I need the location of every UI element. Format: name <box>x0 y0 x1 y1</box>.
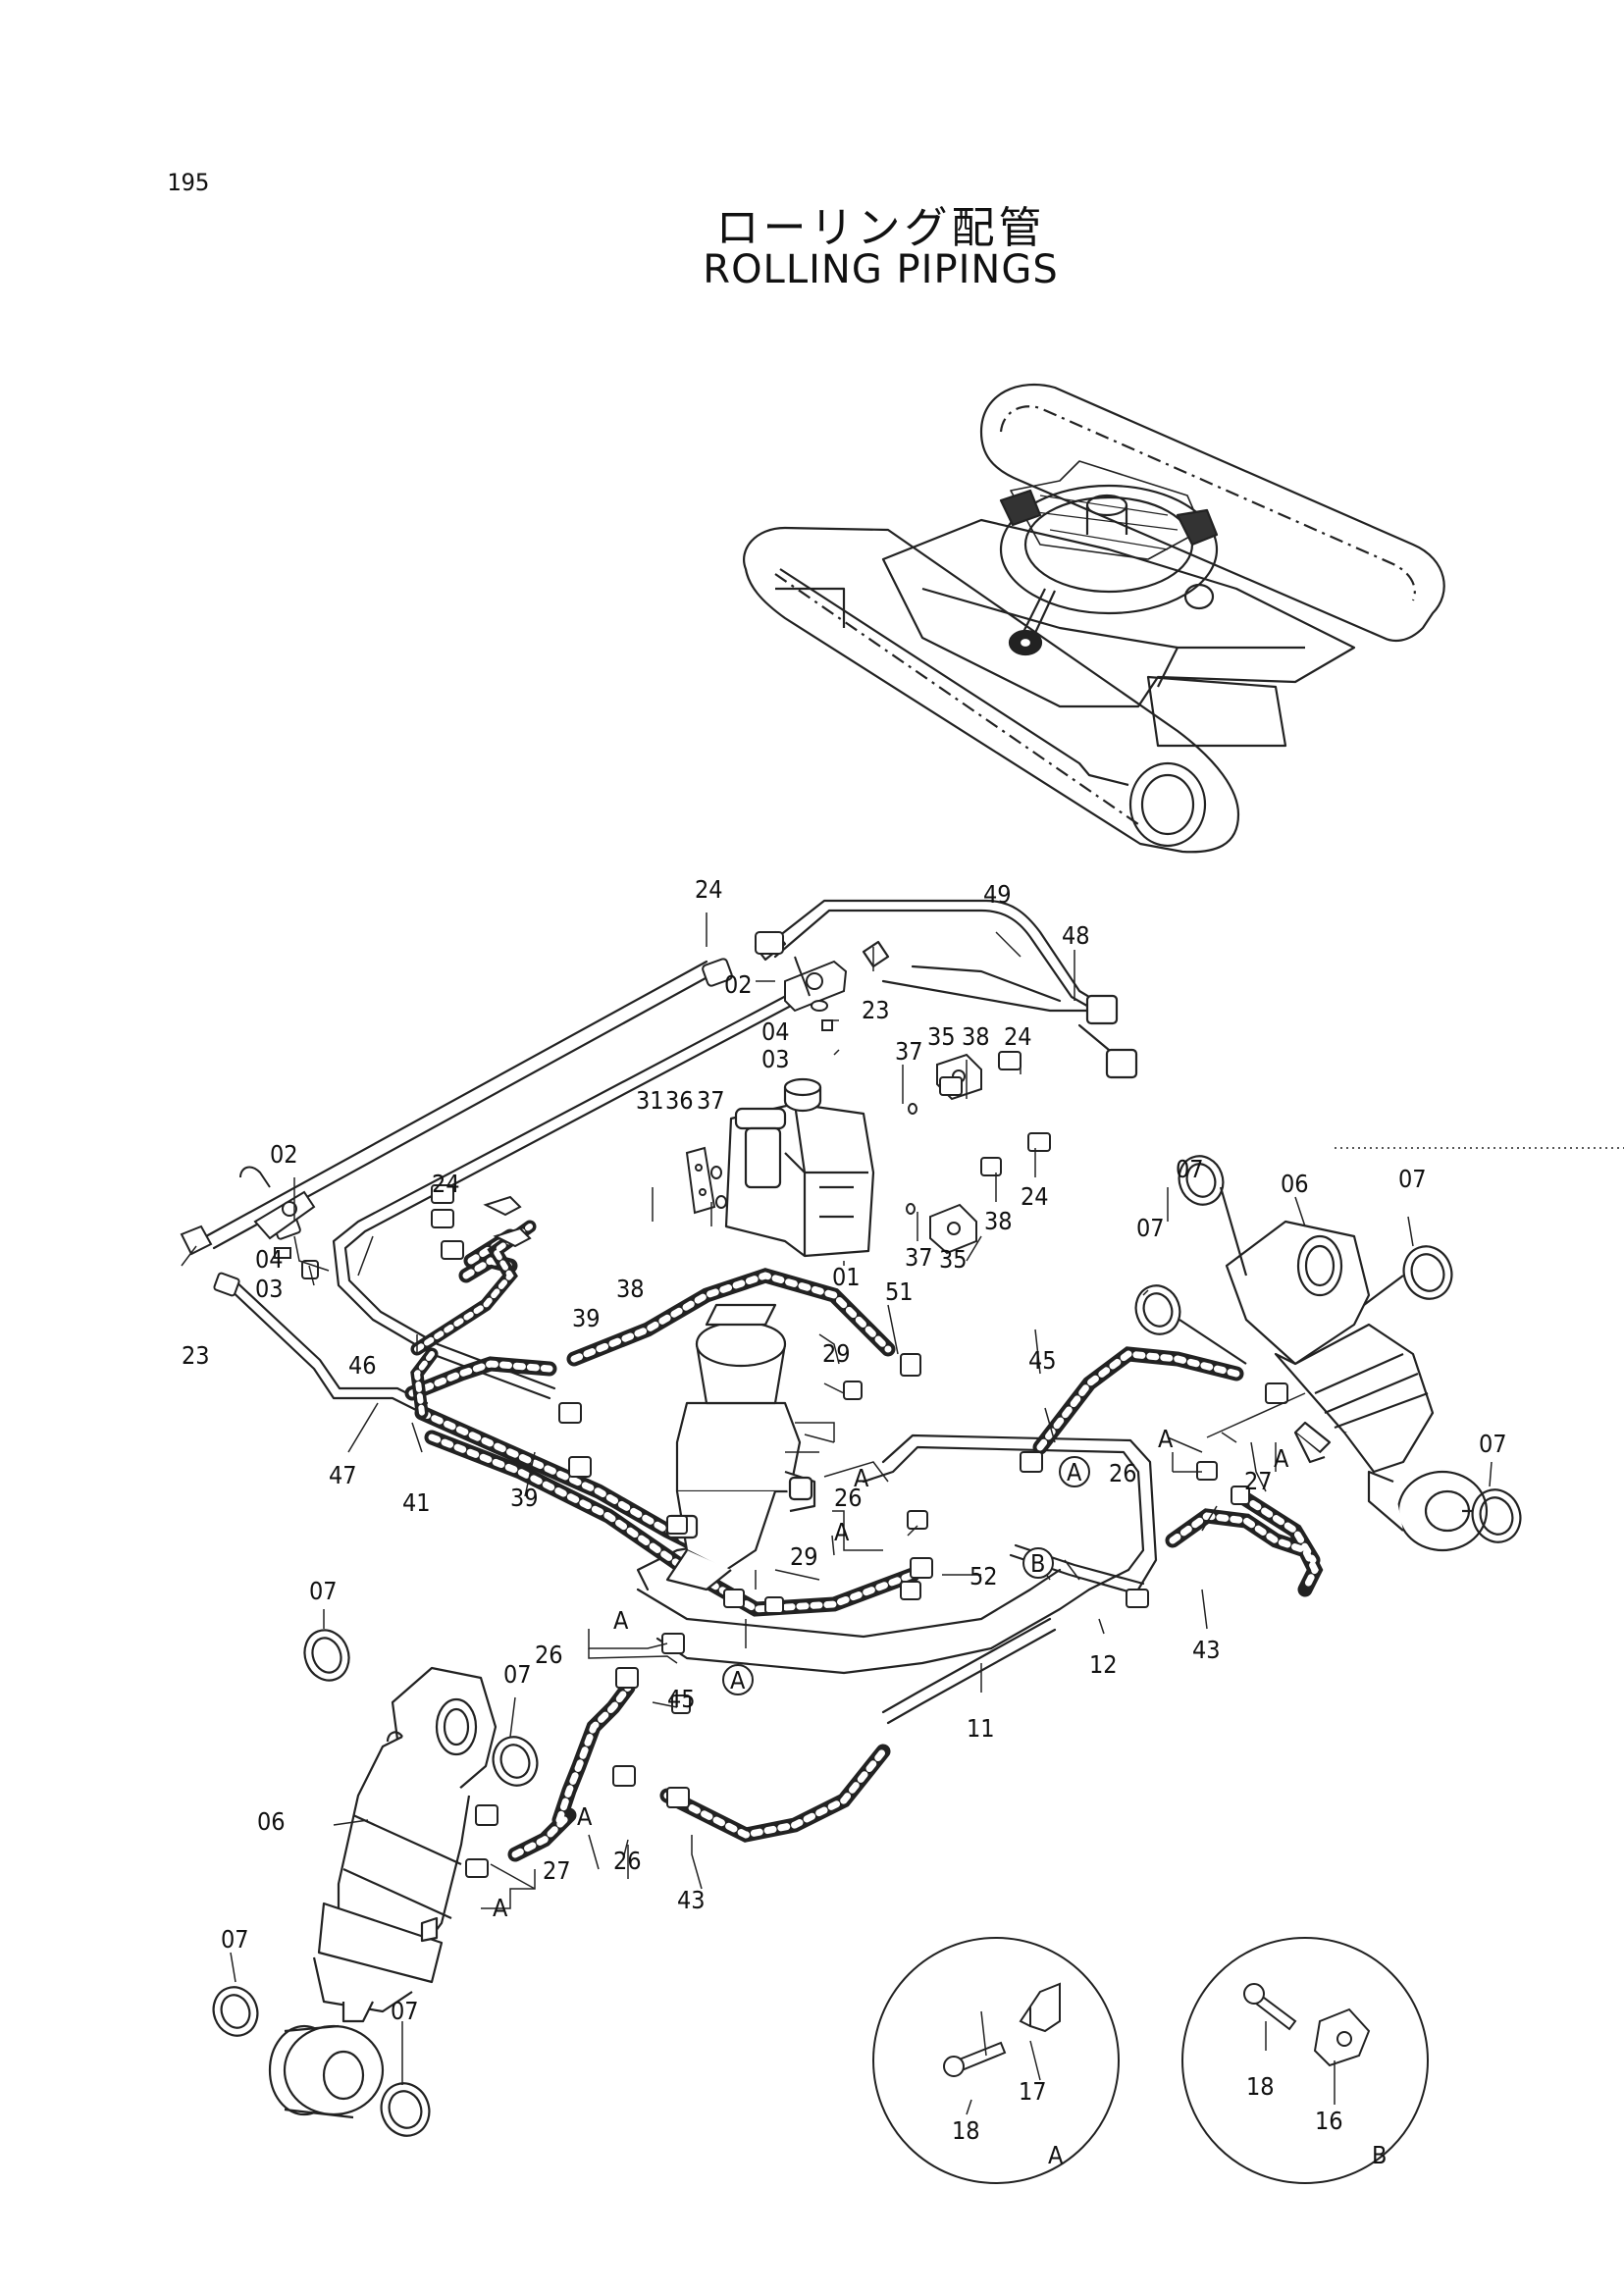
marker-a-bottom: A <box>730 1666 746 1694</box>
callout-51: 51 <box>885 1277 914 1306</box>
callout-23-left: 23 <box>182 1341 210 1370</box>
callout-07-r4: 07 <box>1479 1430 1507 1458</box>
callout-31: 31 <box>636 1086 664 1115</box>
detail-view-a-drawing <box>872 1937 1120 2184</box>
callout-18-b: 18 <box>1246 2072 1275 2101</box>
callout-07-r1: 07 <box>1176 1155 1204 1183</box>
callout-11: 11 <box>967 1714 995 1743</box>
callout-02-left: 02 <box>270 1140 298 1169</box>
callout-04-top: 04 <box>761 1017 790 1046</box>
callout-07-r2: 07 <box>1398 1165 1427 1193</box>
callout-39-bottom: 39 <box>510 1484 539 1512</box>
detail-label-a: A <box>1048 2141 1064 2169</box>
callout-26-left: 26 <box>535 1641 563 1669</box>
valve-block-01 <box>724 1077 875 1258</box>
callout-16: 16 <box>1315 2107 1343 2135</box>
callout-39-top: 39 <box>572 1304 601 1332</box>
callout-27-left: 27 <box>543 1856 571 1885</box>
callout-18-a: 18 <box>952 2116 980 2145</box>
callout-24-left: 24 <box>432 1170 460 1198</box>
callout-38-a: 38 <box>962 1022 990 1051</box>
callout-52: 52 <box>969 1562 998 1590</box>
callout-marker-a-27r: A <box>1274 1444 1289 1473</box>
title-japanese: ローリング配管 <box>715 203 1046 253</box>
callout-29-bottom: 29 <box>790 1542 818 1571</box>
center-valve-body <box>665 1303 816 1591</box>
callout-24-c: 24 <box>1021 1182 1049 1211</box>
callout-47: 47 <box>329 1461 357 1489</box>
circled-markers: A B A <box>722 1456 1090 1695</box>
marker-b: B <box>1030 1549 1045 1578</box>
callout-labels: 24 49 48 02 23 04 03 37 35 38 24 24 38 3… <box>182 875 1507 2145</box>
callout-04-left: 04 <box>255 1245 284 1274</box>
callout-35-a: 35 <box>927 1022 956 1051</box>
callout-37-a: 37 <box>895 1037 923 1066</box>
callout-41: 41 <box>402 1488 431 1517</box>
callout-marker-a-26r: A <box>1158 1425 1174 1453</box>
callout-26-center: 26 <box>834 1484 863 1512</box>
callout-24-top: 24 <box>695 875 723 904</box>
callout-37-c: 37 <box>697 1086 725 1115</box>
callout-37-b: 37 <box>905 1243 933 1272</box>
callout-45-left: 45 <box>667 1685 696 1713</box>
callout-26-right: 26 <box>1109 1459 1137 1487</box>
callout-12: 12 <box>1089 1650 1118 1679</box>
callout-35-b: 35 <box>939 1245 968 1274</box>
seal-rings-right <box>1134 1155 1522 1543</box>
detail-view-b-drawing <box>1181 1937 1429 2184</box>
callout-27-right: 27 <box>1244 1467 1273 1495</box>
callout-45-right: 45 <box>1028 1346 1057 1375</box>
callout-03-left: 03 <box>255 1275 284 1303</box>
callout-49: 49 <box>983 880 1012 909</box>
callout-38-c: 38 <box>616 1275 645 1303</box>
callout-marker-a-26c: A <box>854 1464 869 1492</box>
callout-43-right: 43 <box>1192 1636 1221 1664</box>
callout-07-l4: 07 <box>391 1997 419 2025</box>
rolling-cylinder-right <box>1225 1220 1489 1552</box>
leader-lines <box>181 912 1624 2115</box>
callout-06-left: 06 <box>257 1807 286 1836</box>
callout-02-top: 02 <box>724 970 753 999</box>
callout-07-l1: 07 <box>309 1577 338 1605</box>
callout-03-top: 03 <box>761 1045 790 1073</box>
callout-07-l2: 07 <box>503 1660 532 1689</box>
seal-rings-left <box>212 1629 539 2137</box>
callout-marker-a-26l: A <box>613 1606 629 1635</box>
callout-48: 48 <box>1062 921 1090 950</box>
callout-29-top: 29 <box>822 1339 851 1368</box>
callout-01: 01 <box>832 1263 861 1291</box>
callout-07-r3: 07 <box>1136 1214 1165 1242</box>
detail-label-b: B <box>1372 2141 1387 2169</box>
callout-06-right: 06 <box>1281 1170 1309 1198</box>
callout-07-l3: 07 <box>221 1925 249 1954</box>
callout-26-bottom: 26 <box>613 1847 642 1875</box>
callout-43-left: 43 <box>677 1886 706 1914</box>
machine-undercarriage-overview <box>743 383 1445 854</box>
callout-36: 36 <box>665 1086 694 1115</box>
marker-a-right: A <box>1067 1458 1082 1486</box>
detail-view-letters: A B <box>1048 2141 1387 2169</box>
callout-17: 17 <box>1019 2077 1047 2106</box>
callout-marker-a-27l: A <box>493 1894 508 1922</box>
page-number: 195 <box>167 169 210 196</box>
callout-marker-a-29: A <box>834 1518 850 1546</box>
rolling-cylinder-left <box>268 1666 498 2119</box>
title-english: ROLLING PIPINGS <box>703 247 1059 292</box>
callout-23-top: 23 <box>862 996 890 1024</box>
fittings-and-bolts <box>180 931 1288 1878</box>
callout-24-b: 24 <box>1004 1022 1032 1051</box>
callout-46: 46 <box>348 1351 377 1380</box>
callout-marker-a-26b: A <box>577 1802 593 1831</box>
callout-38-b: 38 <box>984 1207 1013 1235</box>
